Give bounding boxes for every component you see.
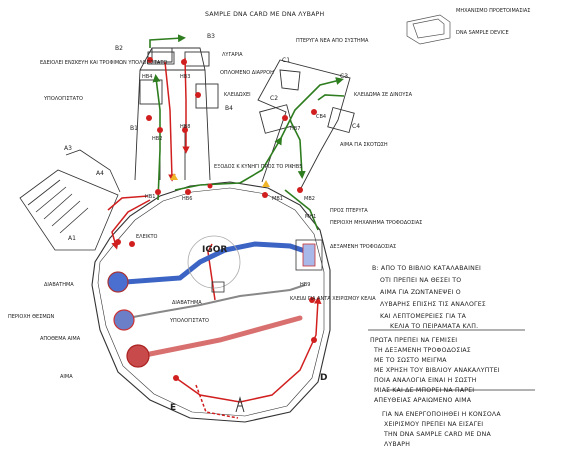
label-aima: ΑΙΜΑ xyxy=(60,374,73,380)
center-label: IGOR xyxy=(202,245,227,255)
grey-pipe xyxy=(127,284,306,319)
note-main-line: ΤΗ ΔΕΞΑΜΕΝΗ ΤΡΟΦΟΔΟΣΙΑΣ xyxy=(373,347,471,354)
dna-device-sketch xyxy=(406,14,451,45)
note-b-line: ΚΕΛΙΑ ΤΟ ΠΕΙΡΑΜΑΤΑ ΚΛΠ. xyxy=(390,323,478,330)
door-markers xyxy=(115,57,317,381)
label-dexameni: ΔΕΞΑΜΕΝΗ ΤΡΟΦΟΔΟΣΙΑΣ xyxy=(330,244,396,250)
hall-outline xyxy=(91,181,331,423)
note-main-line: ΛΥΒΑΡΗ xyxy=(384,441,410,448)
tag-hb1: HB1 xyxy=(145,194,155,200)
label-periochi-mech: ΠΕΡΙΟΧΗ ΜΗΧΑΝΗΜΑ ΤΡΟΦΟΔΟΣΙΑΣ xyxy=(330,220,422,226)
label-lygaria: ΛΥΓΑΡΙΑ xyxy=(222,52,243,58)
room-d: D xyxy=(320,373,327,383)
keys xyxy=(170,173,270,187)
room-b4: B4 xyxy=(225,105,233,112)
room-a4: A4 xyxy=(96,170,104,177)
label-aimatos: ΑΙΜΑ ΓΙΑ ΣΚΟΤΩΣΗ xyxy=(340,142,388,148)
label-apothema: ΑΠΟΘΕΜΑ ΑΙΜΑ xyxy=(40,336,81,342)
note-b-line: ΟΤΙ ΠΡΕΠΕΙ ΝΑ ΘΕΣΕΙ ΤΟ xyxy=(380,277,461,284)
room-a3: A3 xyxy=(64,145,72,152)
tag-hb6: HB6 xyxy=(182,196,192,202)
north-arrow-icon xyxy=(235,396,245,413)
note-main-line: ΜΕ ΤΟ ΣΩΣΤΟ ΜΕΙΓΜΑ xyxy=(374,357,447,364)
note-dividers xyxy=(368,329,535,391)
red-route xyxy=(107,57,322,419)
label-pros-pteryga: ΠΡΟΣ ΠΤΕΡΥΓΑ xyxy=(330,208,368,214)
top-label: SAMPLE DNA CARD ΜΕ DNA ΛΥΒΑΡΗ xyxy=(205,11,324,18)
label-kleidoxio: ΚΛΕΙΔΩΧΕΙ xyxy=(224,92,251,98)
label-diavathma: ΔΙΑΒΑΤΗΜΑ xyxy=(44,282,74,288)
room-b1: B1 xyxy=(130,125,138,132)
note-b: B: ΑΠΟ ΤΟ ΒΙΒΛΙΟ ΚΑΤΑΛΑΒΑΙΝΕΙ ΟΤΙ ΠΡΕΠΕΙ… xyxy=(372,265,486,330)
room-b3: B3 xyxy=(207,33,215,40)
tag-hb8: HB8 xyxy=(180,124,190,130)
label-exodos: ΕΞΟΔΟΣ Κ ΚΥΝΗΓΙ ΠΡΟΣ ΤΟ ΡΙΚ xyxy=(214,164,293,170)
note-b-line: ΑΙΜΑ ΓΙΑ ΖΩΝΤΑΝΕΨΕΙ Ο xyxy=(380,289,461,296)
label-oplomeno: ΟΠΛΟΜΕΝΟ ΔΙΑΡΡΟΗ xyxy=(220,70,274,76)
tank-red xyxy=(126,344,150,368)
label-kleidoma: ΚΛΕΙΔΩΜΑ ΣΕ ΔΙΝΟΥΣΑ xyxy=(354,92,413,98)
label-pteryga: ΠΤΕΡΥΓΑ ΝΕΑ ΑΠΟ ΣΥΣΤΗΜΑ xyxy=(296,38,369,44)
green-route xyxy=(149,34,345,231)
tag-hb9: HB9 xyxy=(300,282,310,288)
tank-blue xyxy=(107,271,129,293)
tag-mh1: MH1 xyxy=(305,214,316,220)
tag-hb5: HB5 xyxy=(292,164,302,170)
blue-pipe xyxy=(122,241,311,285)
red-pipe xyxy=(137,315,303,359)
note-main-line: ΜΕ ΧΡΗΣΗ ΤΟΥ ΒΙΒΛΙΟΥ ΑΝΑΚΑΛΥΠΤΕΙ xyxy=(374,367,500,374)
label-edeio: ΕΔΕΙΟΛΕΙ ΕΝΣΚΕΥΗ ΚΑΙ ΤΡΟΦΙΜΩΝ ΥΠΟΛΟΓΙΣΤΑ… xyxy=(40,60,167,66)
wing-c xyxy=(257,59,355,191)
feeding-tank xyxy=(295,239,323,271)
room-c4: C4 xyxy=(352,123,360,130)
note-main-line: ΤΗΝ DNA SAMPLE CARD ΜΕ DNA xyxy=(383,431,491,438)
tag-mb2: MB2 xyxy=(304,196,315,202)
note-main-line: ΜΙΑΣ ΚΑΙ ΔΕ ΜΠΟΡΕΙ ΝΑ ΠΑΡΕΙ xyxy=(374,387,474,394)
room-e: E xyxy=(170,403,176,413)
note-main-line: ΑΠΕΥΘΕΙΑΣ ΑΡΑΙΩΜΕΝΟ ΑΙΜΑ xyxy=(374,397,472,404)
tag-hb7: HB7 xyxy=(290,126,300,132)
label-mechanism: ΜΗΧΑΝΙΣΜΟ ΠΡΟΕΤΟΙΜΑΣΙΑΣ xyxy=(456,8,530,14)
room-b2: B2 xyxy=(115,45,123,52)
tag-mb1: MB1 xyxy=(272,196,283,202)
tag-hb3: HB3 xyxy=(180,74,190,80)
label-diavathma2: ΔΙΑΒΑΤΗΜΑ xyxy=(172,300,202,306)
tag-hb4: HB4 xyxy=(142,74,152,80)
tank-mixed xyxy=(113,309,135,331)
room-a1: A1 xyxy=(68,235,76,242)
room-c1: C1 xyxy=(282,57,290,64)
note-main-line: ΠΡΩΤΑ ΠΡΕΠΕΙ ΝΑ ΓΕΜΙΣΕΙ xyxy=(370,337,457,344)
note-main: ΠΡΩΤΑ ΠΡΕΠΕΙ ΝΑ ΓΕΜΙΣΕΙ ΤΗ ΔΕΞΑΜΕΝΗ ΤΡΟΦ… xyxy=(370,337,501,448)
label-periochi: ΠΕΡΙΟΧΗ ΘΕΣΜΩΝ xyxy=(8,314,55,320)
note-main-line: ΓΙΑ ΝΑ ΕΝΕΡΓΟΠΟΙΗΘΕΙ Η ΚΟΝΣΟΛΑ xyxy=(382,411,501,418)
area-a xyxy=(19,149,121,251)
tag-hb2: HB2 xyxy=(152,136,162,142)
tanks xyxy=(107,239,323,368)
igor-zone xyxy=(187,235,241,289)
label-eleiko: ΕΛΕΙΚΤΟ xyxy=(136,234,158,240)
label-ypologistato: ΥΠΟΛΟΓΙΣΤΑΤΟ xyxy=(43,96,83,102)
note-main-line: ΧΕΙΡΙΣΜΟΥ ΠΡΕΠΕΙ ΝΑ ΕΙΣΑΓΕΙ xyxy=(384,421,483,428)
note-b-line: B: ΑΠΟ ΤΟ ΒΙΒΛΙΟ ΚΑΤΑΛΑΒΑΙΝΕΙ xyxy=(372,265,481,272)
note-main-line: ΠΟΙΑ ΑΝΑΛΟΓΙΑ ΕΙΝΑΙ Η ΣΩΣΤΗ xyxy=(374,377,477,384)
note-b-line: ΚΑΙ ΛΕΠΤΟΜΕΡΕΙΕΣ ΓΙΑ ΤΑ xyxy=(380,313,467,320)
label-ypologistato2: ΥΠΟΛΟΓΙΣΤΑΤΟ xyxy=(169,318,209,324)
room-c2: C2 xyxy=(270,95,278,102)
wing-b xyxy=(134,47,219,181)
tag-cb4: CB4 xyxy=(316,114,326,120)
note-b-line: ΛΥΒΑΡΗΣ ΕΠΙΣΗΣ ΤΙΣ ΑΝΑΛΟΓΕΣ xyxy=(380,301,486,308)
label-dna-sample: DNA SAMPLE DEVICE xyxy=(456,30,509,36)
room-c3: C3 xyxy=(340,73,348,80)
label-kleidi: ΚΛΕΙΔΙ ΓΙΑ ΑΝΤΑ ΧΕΙΡΙΣΜΟΥ ΚΕΛΙΑ xyxy=(290,296,376,302)
